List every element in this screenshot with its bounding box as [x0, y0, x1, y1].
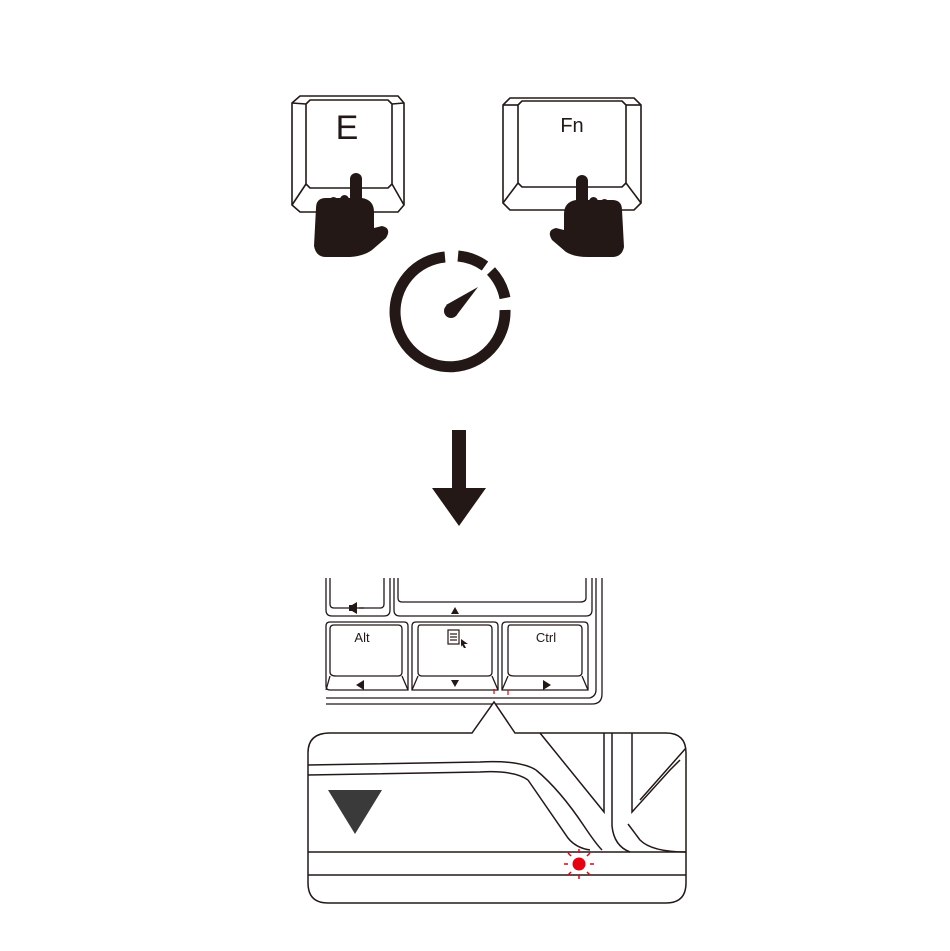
arrow-left-icon — [356, 680, 364, 690]
down-arrow-icon — [432, 430, 486, 526]
arrow-down-icon — [451, 680, 459, 687]
speed-gauge-icon — [395, 256, 505, 367]
e-key-label: E — [336, 109, 359, 147]
volume-icon — [349, 602, 364, 614]
alt-key-label: Alt — [354, 630, 370, 645]
fn-key-label: Fn — [560, 115, 583, 137]
ctrl-key-label: Ctrl — [536, 630, 556, 645]
menu-key-icon — [448, 630, 468, 648]
arrow-right-icon — [543, 680, 551, 690]
pointing-hand-icon — [314, 173, 388, 257]
arrow-up-icon — [451, 607, 459, 614]
